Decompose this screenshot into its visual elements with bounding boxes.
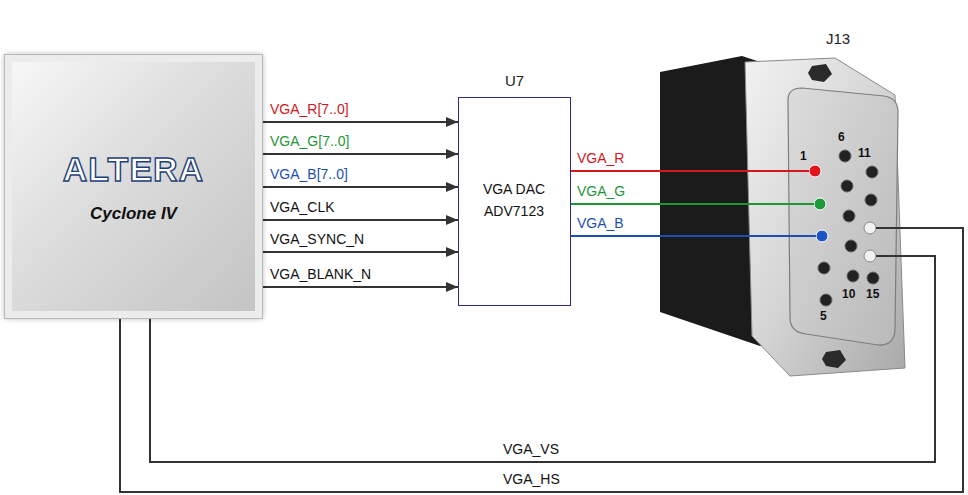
pin-hole [843,210,855,222]
pin-number: 1 [800,149,807,163]
signal-label: VGA_BLANK_N [270,266,371,282]
signal-wire [262,251,458,253]
signal-label: VGA_G [577,183,625,199]
screw-head [822,350,846,368]
pin-number: 10 [842,287,855,301]
part-name: VGA DAC ADV7123 [471,178,557,222]
pin-blue [816,230,828,242]
pin-hole [865,194,877,206]
signal-label: VGA_CLK [270,199,335,215]
pin-number: 11 [858,146,871,160]
pin-hole [818,262,830,274]
pin-red [809,165,821,177]
pin-number: 5 [820,309,827,323]
dac-box: U7VGA DAC ADV7123 [458,97,571,306]
pin-number: 6 [838,130,845,144]
signal-label: VGA_B[7..0] [270,166,348,182]
signal-wire [571,235,816,237]
signal-label: VGA_G[7..0] [270,133,349,149]
signal-label: VGA_HS [503,471,560,487]
part-ref: J13 [826,30,850,47]
vga-connector: J13 1 6 11 10 15 5 [650,25,966,380]
pin-green [814,198,826,210]
pin-hole [866,166,878,178]
pin-sync [864,250,876,262]
signal-label: VGA_VS [503,441,559,457]
family-text: Cyclone IV [12,204,255,224]
signal-wire [262,121,458,123]
pin-hole [847,270,859,282]
signal-wire [571,170,809,172]
signal-label: VGA_R [577,150,624,166]
pin-hole [839,150,851,162]
signal-wire [262,153,458,155]
fpga-chip: ALTERA Cyclone IV [5,55,262,318]
pin-hole [867,272,879,284]
part-ref: U7 [459,72,570,89]
connector-face [788,88,898,345]
signal-wire [262,219,458,221]
pin-number: 15 [866,287,879,301]
signal-wire [262,186,458,188]
connector-flange [745,58,905,376]
signal-label: VGA_B [577,215,624,231]
signal-wire [262,286,458,288]
pin-hole [845,240,857,252]
signal-wire [571,203,814,205]
pin-hole [841,180,853,192]
signal-label: VGA_SYNC_N [270,231,364,247]
screw-head [808,64,832,82]
pin-hole [820,294,832,306]
signal-label: VGA_R[7..0] [270,101,349,117]
pin-sync [864,222,876,234]
logo-text: ALTERA [12,150,255,189]
